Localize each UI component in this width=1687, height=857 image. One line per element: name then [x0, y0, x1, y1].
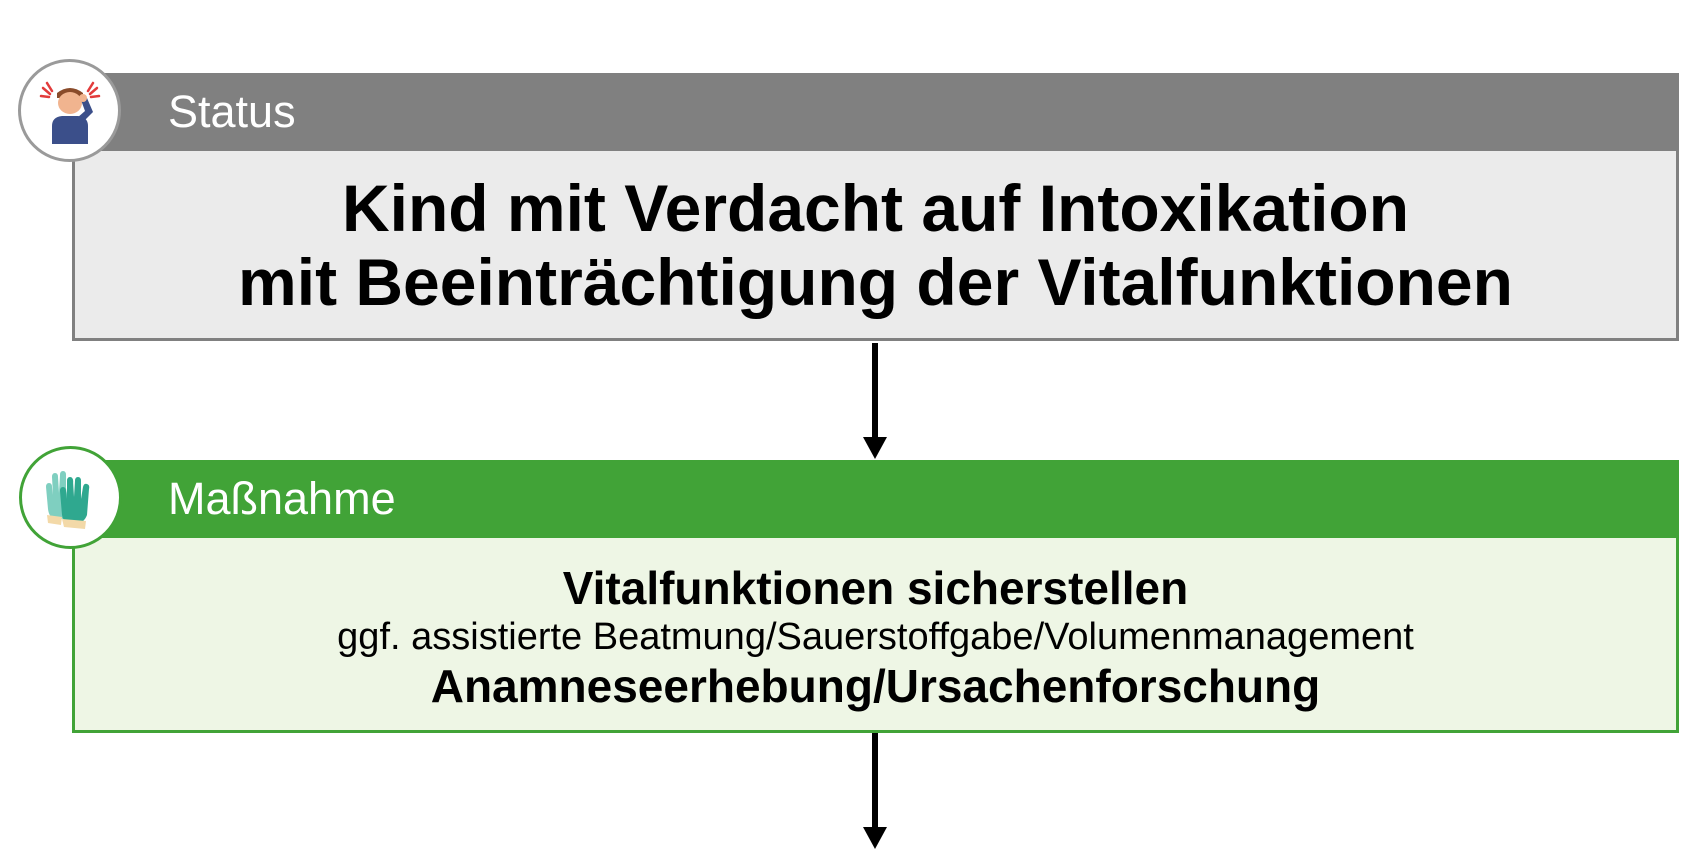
action-line-1: Vitalfunktionen sicherstellen [562, 562, 1189, 614]
status-body: Kind mit Verdacht auf Intoxikation mit B… [72, 151, 1679, 341]
person-headache-icon [39, 81, 100, 144]
action-body: Vitalfunktionen sicherstellen ggf. assis… [72, 538, 1679, 733]
status-header: Status [72, 73, 1679, 151]
medical-gloves-icon [45, 470, 89, 529]
status-icon-badge [18, 59, 121, 162]
action-header: Maßnahme [72, 460, 1679, 538]
action-icon-badge [19, 446, 122, 549]
status-header-label: Status [168, 86, 296, 137]
flow-arrow-1 [863, 343, 887, 459]
action-line-3: Anamneseerhebung/Ursachenforschung [430, 660, 1321, 712]
action-line-2: ggf. assistierte Beatmung/Sauerstoffgabe… [337, 616, 1414, 658]
status-line-1: Kind mit Verdacht auf Intoxikation [341, 170, 1410, 245]
status-block: Status Kind mit Verdacht auf Intoxikatio… [72, 73, 1679, 341]
flow-arrow-2 [863, 733, 887, 849]
action-header-label: Maßnahme [168, 473, 396, 524]
status-line-2: mit Beeinträchtigung der Vitalfunktionen [238, 244, 1513, 319]
action-block: Maßnahme Vitalfunktionen sicherstellen g… [72, 460, 1679, 733]
